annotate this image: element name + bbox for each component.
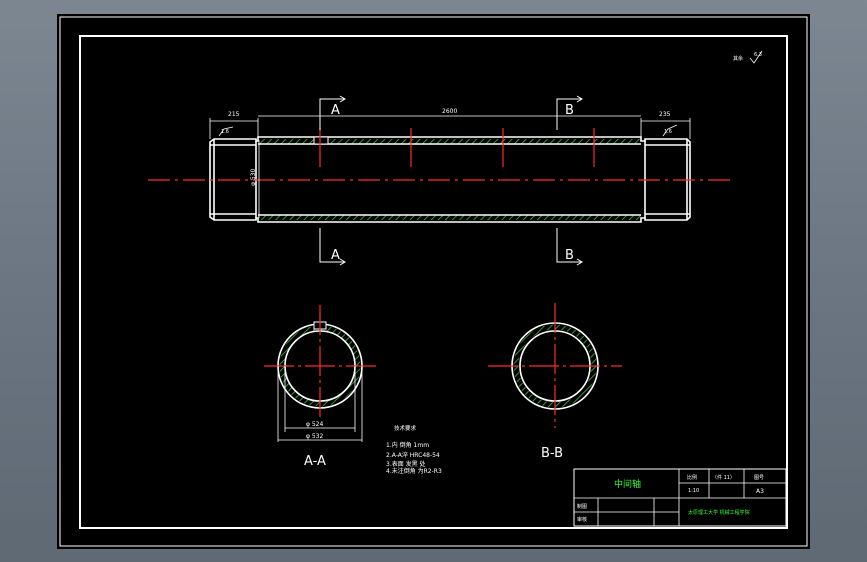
section-b-top-label: B: [565, 103, 574, 118]
inner-border: [79, 35, 788, 529]
dim-total-length: 2600: [442, 108, 457, 115]
tech-req-title: 技术要求: [394, 424, 417, 432]
dim-shaft-diameter: φ 530: [250, 169, 257, 187]
technical-requirements: 技术要求 1.内 倒角 1mm 2.A-A淬 HRC48-54 3.表面 发黑 …: [386, 424, 442, 475]
tech-req-line-1: 1.内 倒角 1mm: [386, 441, 429, 449]
tech-req-line-4: 4.未注倒角 为R2-R3: [386, 467, 442, 475]
aa-inner-diameter: φ 524: [306, 421, 324, 428]
title-block: 中间轴 比例 （件 11） 图号 1:10 A3 制图 审核 太原理工大学 机械…: [573, 468, 787, 527]
school-name: 太原理工大学 机械工程学院: [688, 509, 750, 516]
left-chamfer-text: 1.6: [221, 129, 229, 135]
sheet-size: A3: [756, 488, 764, 495]
bottom-wall-hatch: [258, 215, 641, 220]
aa-section-label: A-A: [304, 454, 326, 469]
section-bb-view: B-B: [488, 303, 622, 461]
outer-border: [59, 16, 808, 547]
right-roughness-mark: 1.6: [662, 124, 678, 137]
scale-value: 1:10: [688, 488, 699, 494]
section-a-top-label: A: [331, 103, 340, 118]
dim-left-length: 215: [228, 111, 240, 118]
scale-label: 比例: [687, 474, 697, 481]
roughness-symbol: 其余 6.3: [733, 50, 763, 64]
aa-outer-diameter: φ 532: [306, 433, 324, 440]
section-ticks: [319, 128, 595, 167]
keyway-slot: [313, 136, 329, 145]
part-name: 中间轴: [614, 478, 641, 490]
drafter-label: 制图: [577, 503, 587, 510]
sheet-background: [57, 14, 810, 549]
left-roughness-mark: 1.6: [218, 126, 234, 137]
count-label: （件 11）: [712, 474, 735, 481]
tech-req-line-2: 2.A-A淬 HRC48-54: [386, 451, 440, 459]
section-aa-view: φ 524 φ 532 A-A: [264, 305, 376, 469]
shaft-main-view: 215 2600 235 φ 530 1.6 1.6 A A B B: [148, 95, 735, 266]
dim-right-length: 235: [659, 111, 671, 118]
reviewer-label: 审核: [577, 516, 587, 523]
right-chamfer-text: 1.6: [664, 129, 672, 135]
bb-section-label: B-B: [541, 446, 563, 461]
tech-req-line-3: 3.表面 发黑 处: [386, 460, 426, 468]
section-cut-lines: [319, 95, 583, 266]
roughness-label-prefix: 其余: [733, 55, 743, 62]
drawing-number-label: 图号: [754, 475, 764, 481]
section-a-bottom-label: A: [331, 248, 340, 263]
top-wall-hatch: [258, 139, 641, 144]
roughness-value: 6.3: [754, 52, 762, 58]
section-b-bottom-label: B: [565, 248, 574, 263]
